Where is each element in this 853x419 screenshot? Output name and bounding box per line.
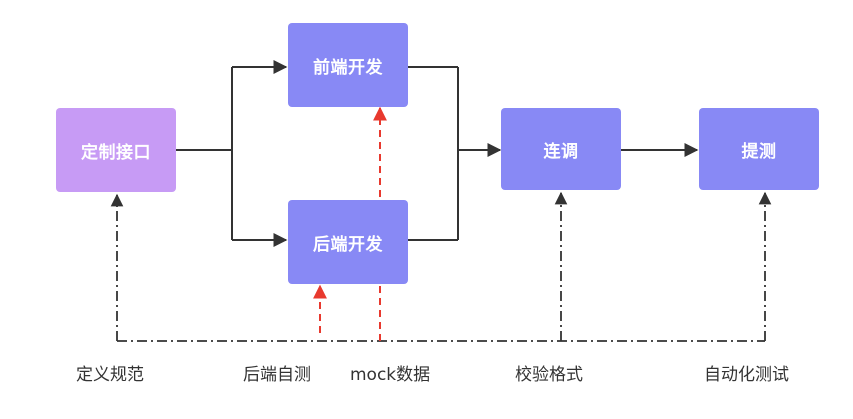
node-define-interface: 定制接口 (56, 108, 176, 192)
node-frontend-dev: 前端开发 (288, 23, 408, 107)
caption-define-spec: 定义规范 (76, 365, 144, 385)
caption-validate-format: 校验格式 (515, 365, 583, 385)
caption-backend-selftest: 后端自测 (243, 365, 311, 385)
node-integration: 连调 (501, 108, 621, 190)
node-testing: 提测 (699, 108, 819, 190)
node-backend-dev: 后端开发 (288, 200, 408, 284)
caption-automated-test: 自动化测试 (704, 365, 789, 385)
caption-mock-data: mock数据 (350, 365, 431, 385)
